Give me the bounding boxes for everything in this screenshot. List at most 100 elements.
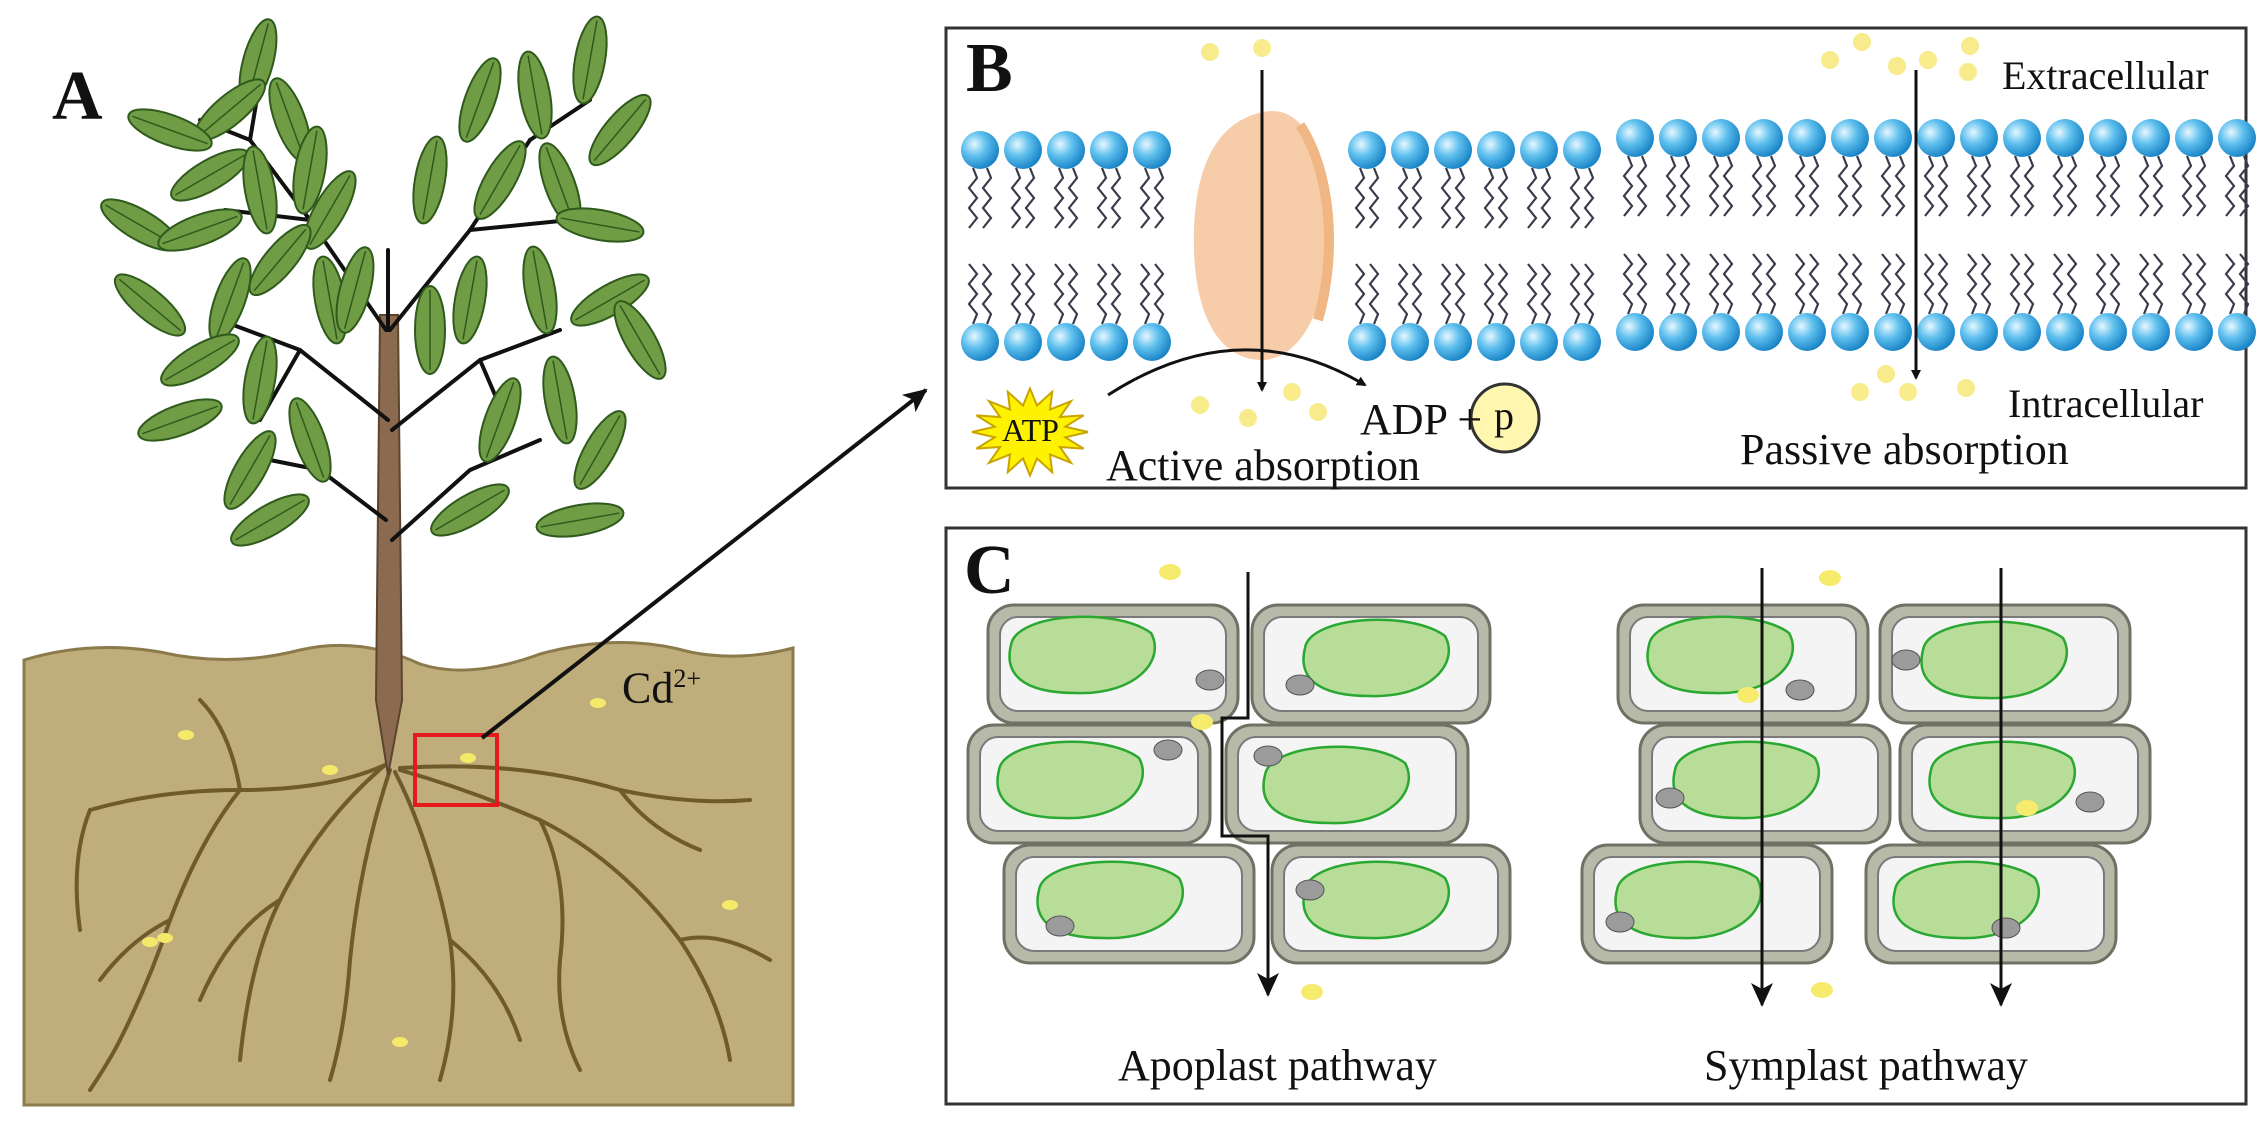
lipid-head — [1434, 323, 1472, 361]
cd-ion — [1239, 409, 1257, 427]
lipid-tail — [2152, 155, 2164, 217]
cd-ion — [1301, 984, 1323, 1000]
membrane-active — [961, 131, 1601, 361]
lipid-head — [1047, 323, 1085, 361]
cells — [966, 603, 2152, 965]
leaf-icon — [137, 398, 223, 442]
cd-ion — [1899, 383, 1917, 401]
lipid-head — [1745, 119, 1783, 157]
lipid-tail — [1067, 263, 1079, 325]
lipid-tail — [1569, 263, 1581, 325]
lipid-tail — [967, 263, 979, 325]
leaf-icon — [223, 430, 277, 510]
lipid-tail — [1368, 167, 1380, 229]
lipid-head — [1616, 119, 1654, 157]
lipid-tail — [1483, 263, 1495, 325]
lipid-tail — [2195, 155, 2207, 217]
lipid-tail — [2009, 155, 2021, 217]
phosphate-label: p — [1494, 393, 1514, 438]
plant-cell — [1864, 843, 2118, 965]
lipid-tail — [2238, 155, 2250, 217]
cd-ion — [322, 765, 338, 775]
lipid-tail — [1765, 253, 1777, 315]
lipid-tail — [2181, 253, 2193, 315]
lipid-head — [1391, 323, 1429, 361]
lipid-tail — [1751, 253, 1763, 315]
vesicle — [1991, 917, 2021, 939]
cd-ion — [1309, 403, 1327, 421]
soil-ions — [142, 698, 738, 1047]
lipid-head — [1004, 131, 1042, 169]
panel-c-ions — [1159, 564, 2038, 1000]
cd-ion — [157, 933, 173, 943]
cd-ion — [460, 753, 476, 763]
cd-ion — [178, 730, 194, 740]
lipid-tail — [1937, 155, 1949, 217]
cd-ion — [142, 937, 158, 947]
lipid-tail — [2052, 253, 2064, 315]
lipid-head — [1391, 131, 1429, 169]
lipid-tail — [1665, 155, 1677, 217]
leaf-icon — [288, 397, 332, 483]
lipid-tail — [1110, 167, 1122, 229]
lipid-head — [1477, 323, 1515, 361]
nucleus — [1672, 740, 1821, 820]
lipid-tail — [1397, 263, 1409, 325]
atp-label: ATP — [1002, 412, 1059, 448]
lipid-head — [2003, 313, 2041, 351]
plant-cell — [1638, 723, 1892, 845]
leaf-icon — [230, 493, 310, 547]
lipid-tail — [1851, 155, 1863, 217]
lipid-tail — [1067, 167, 1079, 229]
lipid-tail — [1923, 253, 1935, 315]
lipid-head — [1090, 131, 1128, 169]
lipid-tail — [1808, 155, 1820, 217]
plant-cell — [1270, 843, 1512, 965]
lipid-head — [1090, 323, 1128, 361]
plant-cell — [1878, 603, 2132, 725]
leaf-icon — [242, 145, 278, 235]
lipid-head — [1520, 323, 1558, 361]
cd-ion — [1201, 43, 1219, 61]
lipid-head — [1133, 323, 1171, 361]
lipid-tail — [981, 167, 993, 229]
lipid-tail — [1708, 253, 1720, 315]
lipid-tail — [1153, 263, 1165, 325]
passive-absorption-label: Passive absorption — [1740, 425, 2069, 474]
leaf-icon — [458, 57, 502, 143]
nucleus — [996, 740, 1145, 820]
lipid-head — [1960, 119, 1998, 157]
lipid-tail — [1880, 253, 1892, 315]
lipid-tail — [1636, 155, 1648, 217]
leaf-icon — [127, 108, 213, 152]
nucleus — [1008, 615, 1157, 695]
lipid-tail — [2066, 253, 2078, 315]
lipid-tail — [1440, 167, 1452, 229]
lipid-head — [1477, 131, 1515, 169]
plant-cell — [986, 603, 1240, 725]
lipid-tail — [2066, 155, 2078, 217]
lipid-tail — [1354, 263, 1366, 325]
cd-ion — [1853, 33, 1871, 51]
lipid-head — [1745, 313, 1783, 351]
lipid-head — [1563, 131, 1601, 169]
lipid-tail — [1665, 253, 1677, 315]
cd-charge: 2+ — [673, 664, 702, 693]
lipid-head — [1702, 119, 1740, 157]
lipid-tail — [1110, 263, 1122, 325]
vesicle — [1153, 739, 1183, 761]
leaf-icon — [113, 273, 187, 337]
lipid-head — [2175, 313, 2213, 351]
leaf-icon — [412, 135, 448, 225]
leaf-icon — [303, 170, 357, 250]
protein-shade — [1295, 122, 1334, 322]
lipid-tail — [1497, 167, 1509, 229]
vesicle — [1285, 674, 1315, 696]
lipid-tail — [1722, 155, 1734, 217]
lipid-tail — [2023, 253, 2035, 315]
cd-ion — [392, 1037, 408, 1047]
leaf-icon — [473, 140, 527, 220]
leaf-icon — [248, 223, 312, 297]
lipid-head — [1788, 119, 1826, 157]
lipid-tail — [1679, 253, 1691, 315]
